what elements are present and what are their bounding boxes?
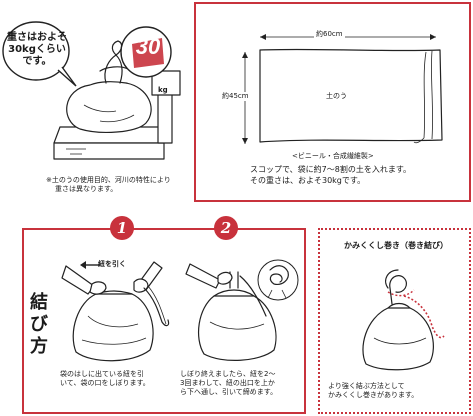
tying-title-char-2: び	[30, 314, 48, 335]
width-arrow	[260, 34, 436, 40]
bubble-line-3: です。	[22, 56, 52, 67]
step-1-badge: 1	[110, 216, 134, 240]
tying-title-char-3: 方	[30, 336, 48, 357]
kamikushi-panel: かみくくし巻き（巻き結び） より強く結ぶ方法として かみくくし巻きがあります。	[318, 228, 471, 414]
step-1-illustration	[61, 261, 170, 362]
kamikushi-title: かみくくし巻き（巻き結び）	[344, 241, 448, 250]
weight-bubble: 重さはおよそ 30kgくらい です。	[2, 32, 72, 68]
flat-bag-illustration	[259, 48, 443, 144]
tying-title-char-1: 結	[30, 292, 48, 313]
step-1-caption: 袋のはしに出ている紐を引 いて、袋の口をしぼります。	[60, 370, 180, 388]
kamikushi-caption: より強く結ぶ方法として かみくくし巻きがあります。	[328, 382, 468, 400]
step-2-badge: 2	[214, 216, 238, 240]
bag-caption-line-1: スコップで、袋に約7～8割の土を入れます。	[250, 165, 412, 174]
step-1-caption-line-2: いて、袋の口をしぼります。	[60, 379, 150, 387]
pull-arrow	[80, 261, 100, 269]
display-value: 30	[135, 34, 161, 59]
step-2-illustration	[185, 259, 299, 361]
display-callout	[120, 26, 172, 78]
bag-caption: スコップで、袋に約7～8割の土を入れます。 その重さは、およそ30kgです。	[250, 164, 470, 186]
usage-note-line-1: ※土のうの使用目的、河川の特性により	[46, 176, 171, 184]
height-label: 約45cm	[222, 92, 249, 101]
material-label: <ビニール・合成繊維製>	[292, 152, 374, 160]
speech-bubble-shape	[2, 21, 77, 87]
kamikushi-caption-line-2: かみくくし巻きがあります。	[328, 391, 419, 399]
tying-title: 結 び 方	[30, 292, 52, 358]
kamikushi-illustration	[362, 269, 445, 371]
usage-note: ※土のうの使用目的、河川の特性により 重さは異なります。	[46, 176, 196, 194]
step-2-caption-line-3: ら下へ通し、引いて締めます。	[180, 388, 278, 396]
scale-section: 重さはおよそ 30kgくらい です。 30 kg ※土のうの使用目的、河川の特性…	[0, 0, 190, 200]
bubble-line-2: 30kgくらい	[8, 44, 66, 55]
scale-illustration	[53, 40, 181, 160]
bubble-line-1: 重さはおよそ	[7, 32, 67, 43]
scale-unit: kg	[158, 86, 168, 94]
step-2-caption-line-2: 3回まわして、紐の出口を上か	[180, 379, 275, 387]
bag-dimensions-panel: 約60cm 約45cm 土のう <ビニール・合成繊維製> スコップで、袋に約7～…	[194, 2, 471, 202]
bag-label: 土のう	[326, 92, 347, 100]
kamikushi-caption-line-1: より強く結ぶ方法として	[328, 382, 405, 390]
width-label: 約60cm	[314, 30, 345, 39]
bag-caption-line-2: その重さは、およそ30kgです。	[250, 176, 366, 185]
step-2-caption-line-1: しぼり終えましたら、紐を2～	[180, 370, 276, 378]
usage-note-line-2: 重さは異なります。	[55, 185, 118, 193]
pull-string-label: 紐を引く	[98, 260, 126, 268]
step-2-caption: しぼり終えましたら、紐を2～ 3回まわして、紐の出口を上か ら下へ通し、引いて締…	[180, 370, 308, 397]
step-1-caption-line-1: 袋のはしに出ている紐を引	[60, 370, 144, 378]
tying-method-panel: 結 び 方 1 紐を引く 袋のはしに出ている紐を引 いて、袋の口をしぼります。 …	[22, 216, 308, 414]
